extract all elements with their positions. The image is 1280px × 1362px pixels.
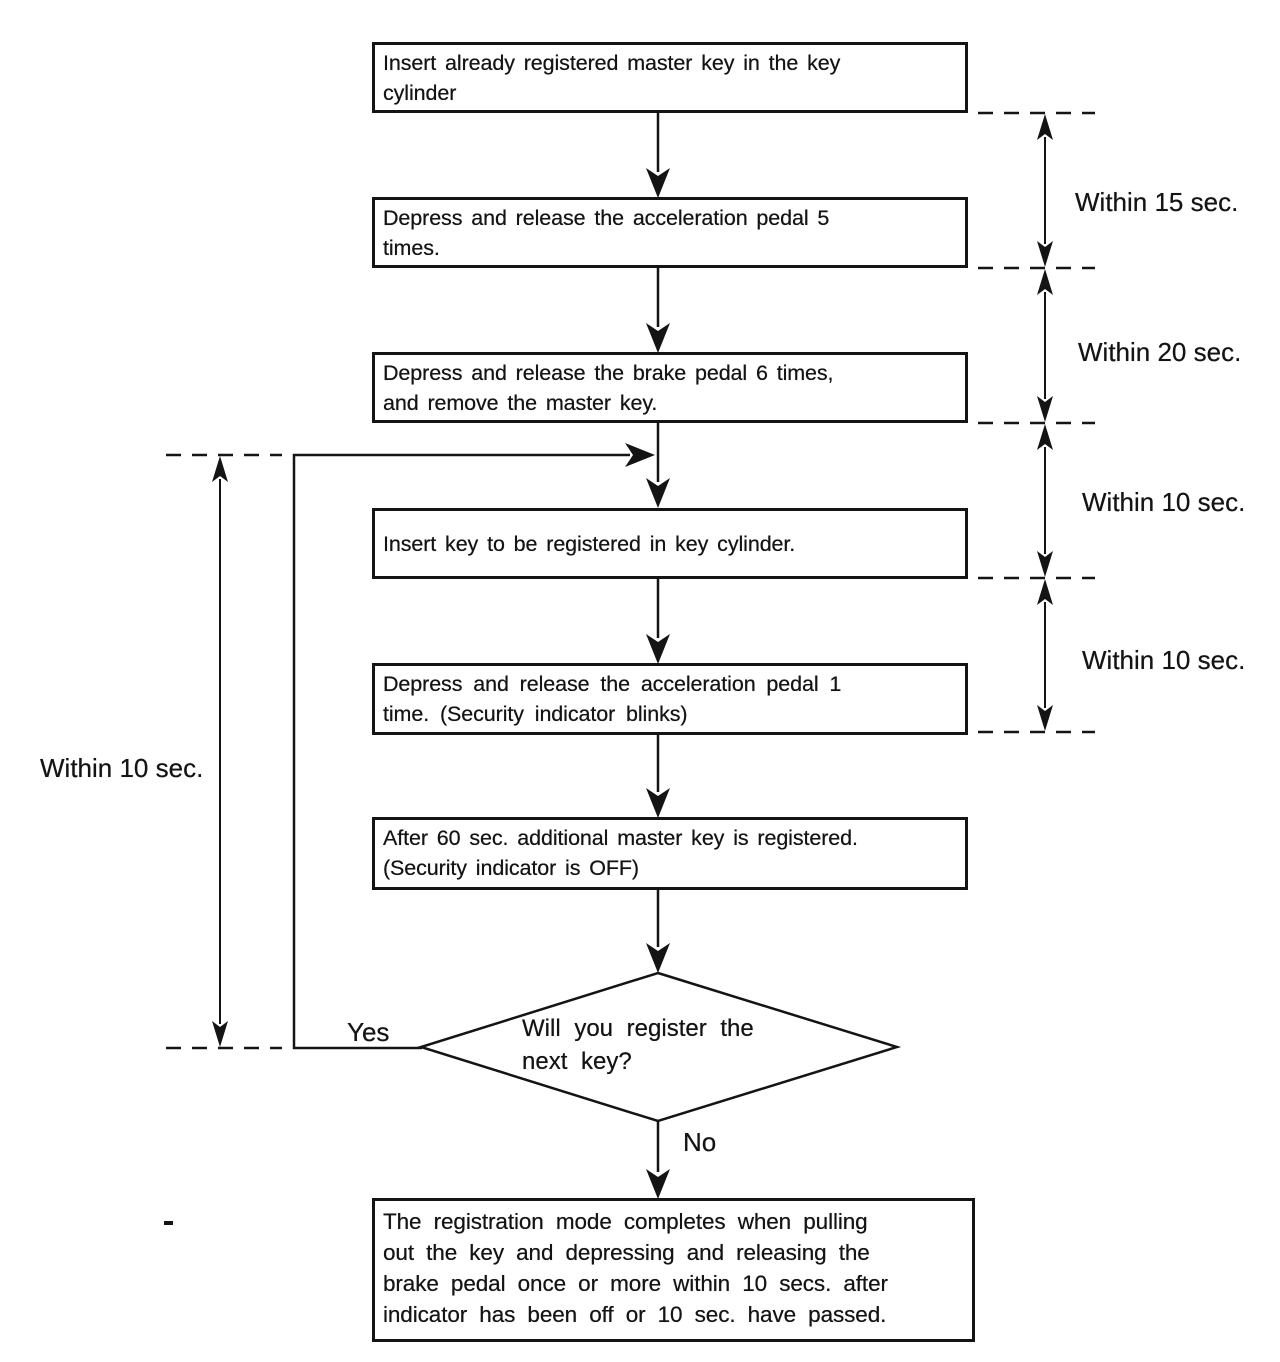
- arrowhead-down-icon: [646, 478, 670, 508]
- measure-arrowhead-down-icon: [1037, 551, 1053, 577]
- process-box-text: Insert key to be registered in key cylin…: [383, 531, 796, 556]
- branch-label-no: No: [683, 1127, 717, 1157]
- measure-arrowhead-down-icon: [1037, 705, 1053, 731]
- timing-label-within-10-sec: Within 10 sec.: [1082, 487, 1246, 517]
- measure-arrowhead-up-icon: [212, 456, 228, 482]
- arrowhead-down-icon: [646, 323, 670, 353]
- timing-label-within-20-sec: Within 20 sec.: [1078, 337, 1242, 367]
- arrowhead-down-icon: [646, 943, 670, 973]
- timing-label-left-within-10-sec: Within 10 sec.: [40, 753, 204, 783]
- process-box-accel-pedal-1-time: Depress and release the acceleration ped…: [372, 663, 968, 735]
- arrowhead-down-icon: [646, 168, 670, 198]
- measure-arrowhead-down-icon: [1037, 396, 1053, 422]
- process-box-insert-new-key: Insert key to be registered in key cylin…: [372, 508, 968, 579]
- measure-arrowhead-up-icon: [1037, 269, 1053, 295]
- process-box-registration-complete: The registration mode completes when pul…: [372, 1198, 975, 1342]
- process-box-brake-pedal-6-times: Depress and release the brake pedal 6 ti…: [372, 352, 968, 423]
- process-box-accel-pedal-5-times: Depress and release the acceleration ped…: [372, 197, 968, 268]
- branch-label-yes: Yes: [347, 1017, 390, 1047]
- decision-question: Will you register the next key?: [522, 1015, 754, 1075]
- timing-label-within-15-sec: Within 15 sec.: [1075, 187, 1239, 217]
- measure-arrowhead-up-icon: [1037, 114, 1053, 140]
- scan-artifact-dash: [164, 1221, 173, 1225]
- arrowhead-down-icon: [646, 1169, 670, 1199]
- decision-diamond: [416, 971, 902, 1123]
- process-box-key-registered: After 60 sec. additional master key is r…: [372, 817, 968, 890]
- yes-loop-line: [292, 453, 630, 1050]
- process-box-insert-master-key: Insert already registered master key in …: [372, 42, 968, 113]
- arrowhead-down-icon: [646, 634, 670, 664]
- measure-arrowhead-up-icon: [1037, 424, 1053, 450]
- arrowhead-right-icon: [625, 443, 655, 467]
- measure-arrowhead-down-icon: [1037, 241, 1053, 267]
- timing-label-within-10-sec: Within 10 sec.: [1082, 645, 1246, 675]
- arrowhead-down-icon: [646, 788, 670, 818]
- measure-arrowhead-up-icon: [1037, 579, 1053, 605]
- measure-arrowhead-down-icon: [212, 1021, 228, 1047]
